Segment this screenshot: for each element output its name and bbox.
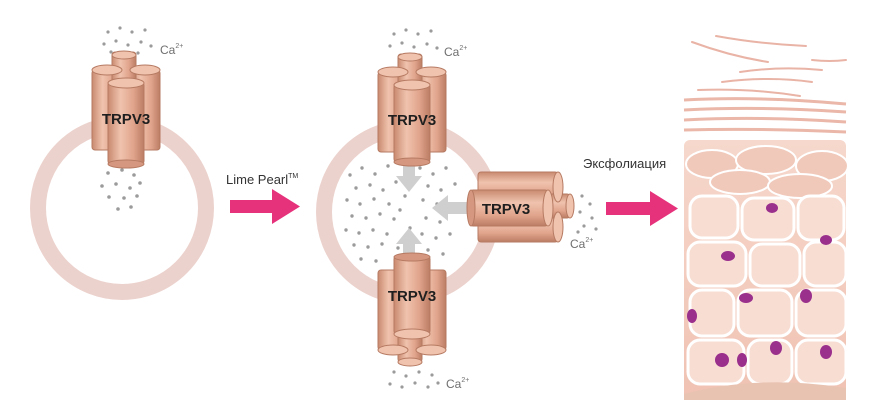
trigger-label: Lime PearlTM: [226, 172, 298, 187]
result-label: Эксфолиация: [583, 156, 666, 171]
calcium-label-bottom-middle: Ca2+: [446, 377, 469, 391]
calcium-label-top-left: Ca2+: [160, 43, 183, 57]
flaking-strands: [691, 35, 847, 97]
inner-arrows: [396, 162, 470, 258]
arrow-trigger: [230, 189, 300, 224]
channel-label-right: TRPV3: [482, 201, 530, 218]
calcium-dots-inside-left: [100, 168, 142, 211]
calcium-dots-top-middle: [388, 28, 439, 50]
calcium-dots-inside-middle: [344, 164, 457, 264]
skin-layer-icon: [683, 35, 849, 400]
channel-label-top: TRPV3: [388, 112, 436, 129]
cell-nuclei: [687, 203, 832, 367]
calcium-dots-top-left: [102, 26, 153, 55]
calcium-dots-bottom-middle: [388, 370, 440, 389]
channel-label-bottom: TRPV3: [388, 288, 436, 305]
arrow-result: [606, 191, 678, 226]
trpv3-channel-icon-right: TRPV3: [466, 171, 575, 243]
calcium-dots-right-middle: [576, 194, 598, 234]
calcium-label-top-middle: Ca2+: [444, 45, 467, 59]
basal-layer: [684, 382, 846, 400]
channel-label-left: TRPV3: [102, 111, 150, 128]
trpv3-channel-icon-left: TRPV3: [91, 50, 161, 169]
stratum-corneum: [683, 97, 847, 134]
trpv3-channel-icon-bottom: TRPV3: [377, 252, 447, 367]
trpv3-channel-icon-top: TRPV3: [377, 52, 447, 167]
cell-grid: [686, 194, 848, 386]
calcium-label-right-middle: Ca2+: [570, 237, 593, 251]
granular-layer: [685, 145, 849, 199]
